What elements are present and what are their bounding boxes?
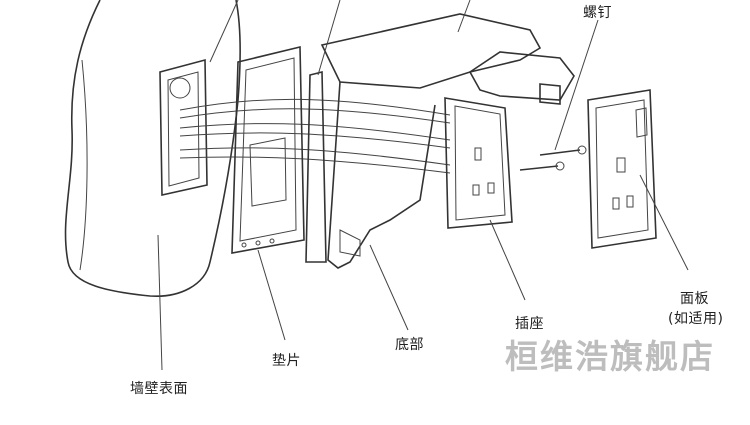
label-socket: 插座: [515, 316, 544, 332]
base-drawing: [305, 13, 575, 269]
label-screw: 螺钉: [583, 5, 612, 21]
watermark: 桓维浩旗舰店: [505, 337, 715, 376]
screws-drawing: [519, 145, 587, 171]
label-base: 底部: [395, 337, 424, 353]
gasket-drawing: [231, 45, 305, 254]
panel-drawing: [587, 89, 657, 249]
label-panel: 面板: [680, 291, 709, 307]
leader-lines: [157, 0, 689, 371]
socket-drawing: [444, 97, 513, 229]
label-panel-note: (如适用): [668, 311, 724, 327]
wall-surface-drawing: [64, 0, 241, 297]
label-gasket: 垫片: [272, 353, 301, 369]
cables-drawing: [179, 98, 451, 174]
label-wall-surface: 墙壁表面: [130, 381, 188, 397]
